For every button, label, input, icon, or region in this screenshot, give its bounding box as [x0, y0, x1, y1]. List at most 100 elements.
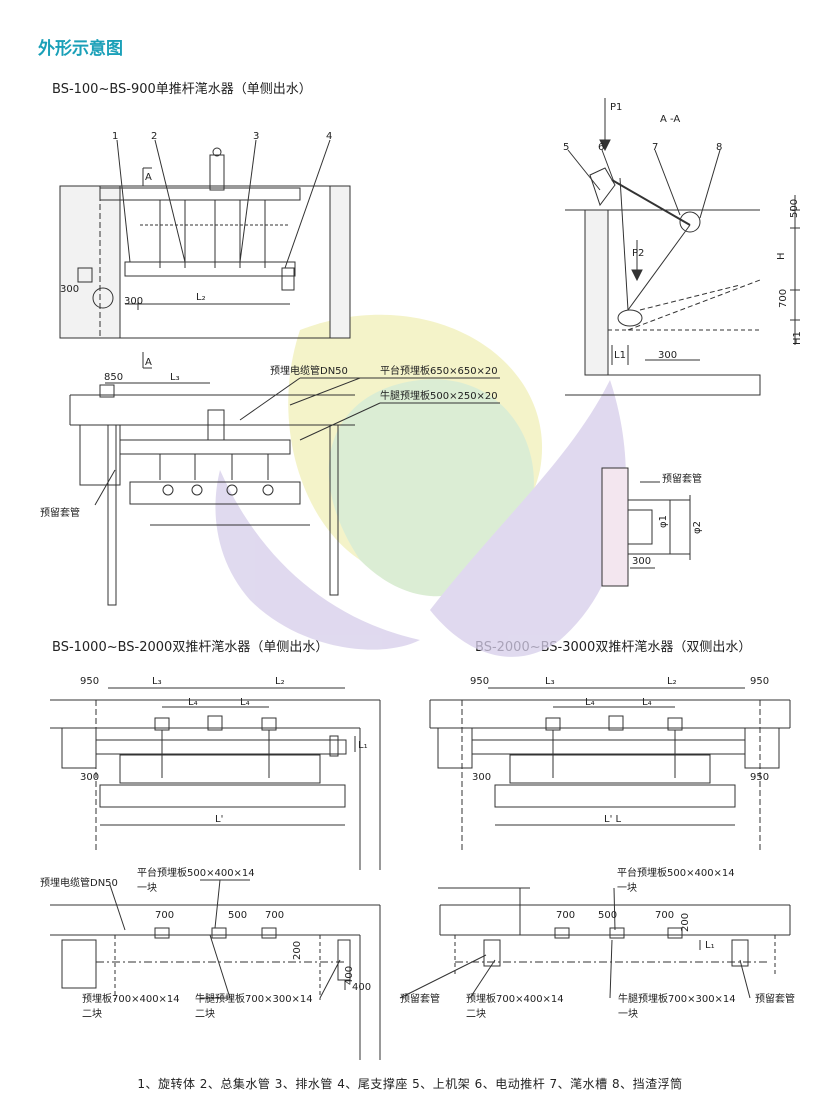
label-platform-plate: 平台预埋板650×650×20 [380, 364, 498, 377]
actuator-plan [207, 409, 225, 441]
sleeve-phi2: φ2 [692, 521, 703, 534]
f3-one-piece: 一块 [617, 882, 637, 894]
f3-collector [471, 739, 746, 755]
callout-4: 4 [326, 131, 332, 142]
f3-dim-200: 200 [680, 913, 691, 932]
f2-platform-plate: 平台预埋板500×400×14 [137, 866, 255, 879]
f2-two-piece-b: 二块 [195, 1008, 215, 1020]
tank-right-wall [329, 185, 351, 339]
f2-dim-200: 200 [292, 941, 303, 960]
f2-dim-l3: L₃ [152, 676, 162, 687]
aa-dim-h1: H1 [792, 331, 803, 345]
dim-850: 850 [104, 372, 123, 383]
aa-title: A -A [660, 114, 680, 125]
f3-trough [494, 784, 736, 808]
watermark-logo [215, 314, 626, 657]
aa-dim-l1: L1 [614, 350, 626, 361]
collector-pipe-plan [119, 439, 291, 455]
sleeve-pipe [627, 509, 653, 545]
dim-300-right: 300 [124, 296, 143, 307]
support-column-right [329, 424, 339, 596]
f3-platform-plate: 平台预埋板500×400×14 [617, 866, 735, 879]
f3-one-piece-b: 一块 [618, 1008, 638, 1020]
f3-sleeve-left-label: 预留套管 [400, 992, 440, 1005]
outlet-box [79, 424, 121, 486]
tank-left-wall [59, 185, 121, 339]
dim-l2: L₂ [196, 292, 206, 303]
aa-p2: P2 [632, 248, 644, 259]
label-corbel-plate: 牛腿预埋板500×250×20 [380, 389, 498, 402]
f2-outlet [61, 727, 97, 769]
f3-dim-l4b: L₄ [642, 697, 652, 708]
section1-title: BS-100~BS-900单推杆滗水器（单侧出水） [52, 82, 312, 97]
aa-callout-8: 8 [716, 142, 722, 153]
f3-dim-l: L' L [604, 814, 621, 825]
f3-corbel-plate: 牛腿预埋板700×300×14 [618, 992, 736, 1005]
figure-1-labels: 1 2 3 4 A A 300 300 L₂ 850 L₃ 预埋电缆管DN50 … [40, 131, 498, 519]
f2-dim-l4a: L₄ [188, 697, 198, 708]
f3-dim-700b: 700 [655, 910, 674, 921]
upper-frame [99, 187, 301, 201]
f2-dim-500: 500 [228, 910, 247, 921]
f2-dim-l: L' [215, 814, 223, 825]
callout-3: 3 [253, 131, 259, 142]
aa-upper-frame [589, 167, 616, 207]
f3-embed-plate: 预埋板700×400×14 [466, 992, 564, 1005]
figure-3-labels: 950 L₃ L₂ L₄ L₄ 950 300 950 L' L 平台预埋板50… [400, 676, 795, 1020]
section2-title: BS-1000~BS-2000双推杆滗水器（单侧出水） [52, 640, 329, 655]
aa-dim-h: H [776, 252, 787, 260]
figure-sleeve [601, 467, 691, 587]
aa-dim-500: 500 [789, 199, 800, 218]
weir-trough [129, 481, 301, 505]
figure-aa-labels: A -A P1 P2 5 6 7 8 500 H 700 H1 L1 300 [563, 102, 803, 361]
f3-two-piece: 二块 [466, 1008, 486, 1020]
parts-legend: 1、旋转体 2、总集水管 3、排水管 4、尾支撑座 5、上机架 6、电动推杆 7… [137, 1077, 683, 1091]
dim-300-left: 300 [60, 284, 79, 295]
dim-l3: L₃ [170, 372, 180, 383]
aa-float [679, 211, 701, 233]
figure-sleeve-labels: 预留套管 φ1 φ2 300 [632, 472, 703, 567]
support-column-left [107, 424, 117, 606]
aa-callout-5: 5 [563, 142, 569, 153]
figure-2-labels: 950 L₃ L₂ L₄ L₄ L₁ 300 L' 预埋电缆管DN50 平台预埋… [40, 676, 371, 1020]
aa-callout-7: 7 [652, 142, 658, 153]
sleeve-phi1: φ1 [658, 515, 669, 528]
f2-embed-plate: 预埋板700×400×14 [82, 992, 180, 1005]
aa-p1: P1 [610, 102, 622, 113]
sleeve-wall [601, 467, 629, 587]
f2-dim-400b: 400 [352, 982, 371, 993]
collector-pipe [124, 261, 296, 277]
f3-dim-l4a: L₄ [585, 697, 595, 708]
callout-2: 2 [151, 131, 157, 142]
f2-dim-700b: 700 [265, 910, 284, 921]
actuator [209, 154, 225, 191]
f3-dim-700a: 700 [556, 910, 575, 921]
figure-2 [50, 687, 381, 1060]
f3-dim-300: 300 [472, 772, 491, 783]
f3-dim-l1: L₁ [705, 940, 715, 951]
f3-dim-950c: 950 [750, 772, 769, 783]
f2-one-piece: 一块 [137, 882, 157, 894]
f2-trough [99, 784, 346, 808]
section-mark-a-top: A [145, 172, 152, 183]
label-sleeve: 预留套管 [40, 506, 80, 519]
sleeve-dim-300: 300 [632, 556, 651, 567]
f3-dim-950a: 950 [470, 676, 489, 687]
f3-dim-l3: L₃ [545, 676, 555, 687]
section-mark-a-bottom: A [145, 357, 152, 368]
figure-aa [565, 98, 800, 396]
f2-dim-l1: L₁ [358, 740, 368, 751]
f3-dim-950b: 950 [750, 676, 769, 687]
f3-outlet-left [437, 727, 473, 769]
page-heading: 外形示意图 [38, 39, 123, 59]
f3-sleeve-right-label: 预留套管 [755, 992, 795, 1005]
f2-cable-pipe: 预埋电缆管DN50 [40, 876, 118, 889]
aa-dim-700: 700 [778, 289, 789, 308]
f3-dim-l2: L₂ [667, 676, 677, 687]
aa-push-rod [611, 179, 691, 226]
figure-1 [59, 139, 500, 606]
tail-support [281, 267, 295, 291]
f3-dim-500: 500 [598, 910, 617, 921]
f2-dim-l2: L₂ [275, 676, 285, 687]
aa-callout-6: 6 [598, 142, 604, 153]
